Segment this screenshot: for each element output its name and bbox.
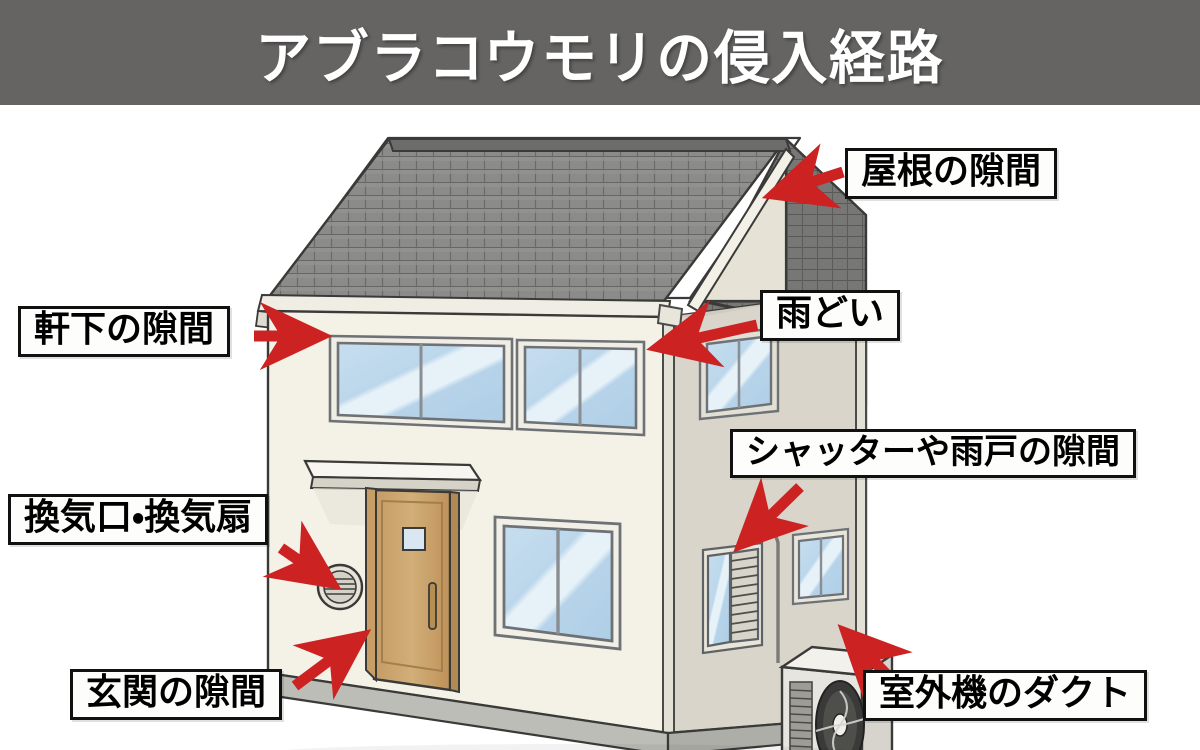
callout-gutter[interactable]: 雨どい bbox=[760, 290, 901, 341]
door-window bbox=[402, 527, 426, 551]
window-1f-side-small bbox=[791, 527, 850, 606]
entrance-door bbox=[365, 486, 460, 694]
callout-entrance-gap[interactable]: 玄関の隙間 bbox=[70, 669, 283, 720]
ground-shadow bbox=[287, 744, 853, 750]
callout-duct[interactable]: 室外機のダクト bbox=[863, 670, 1148, 721]
callout-eaves-gap-label: 軒下の隙間 bbox=[34, 309, 215, 350]
callout-eaves-gap[interactable]: 軒下の隙間 bbox=[18, 306, 231, 357]
ac-grill bbox=[789, 681, 813, 750]
door-handle bbox=[428, 582, 437, 630]
callout-roof-gap-label: 屋根の隙間 bbox=[861, 151, 1042, 192]
window-2f-side bbox=[698, 326, 780, 421]
window-1f-front bbox=[493, 515, 622, 651]
callout-gutter-label: 雨どい bbox=[776, 293, 885, 334]
callout-duct-label: 室外機のダクト bbox=[879, 673, 1132, 714]
window-2f-right bbox=[515, 338, 646, 437]
window-2f-left bbox=[328, 334, 514, 431]
door-frame-right bbox=[449, 490, 460, 694]
header-bar: アブラコウモリの侵入経路 bbox=[0, 0, 1200, 105]
house-illustration bbox=[0, 105, 1200, 750]
roof-ridge bbox=[387, 138, 792, 152]
callout-shutter-gap[interactable]: シャッターや雨戸の隙間 bbox=[730, 429, 1136, 478]
page-title: アブラコウモリの侵入経路 bbox=[255, 23, 945, 92]
callout-vent-label: 換気口・換気扇 bbox=[24, 497, 253, 538]
window-shutter bbox=[701, 541, 764, 655]
callout-vent[interactable]: 換気口・換気扇 bbox=[8, 494, 269, 545]
callout-shutter-gap-label: シャッターや雨戸の隙間 bbox=[746, 432, 1120, 472]
callout-roof-gap[interactable]: 屋根の隙間 bbox=[845, 148, 1058, 199]
callout-entrance-gap-label: 玄関の隙間 bbox=[86, 672, 267, 713]
ac-fan bbox=[815, 680, 865, 750]
gutter-corner-elbow bbox=[656, 303, 684, 329]
door-frame-left bbox=[365, 486, 377, 683]
wall-vent bbox=[316, 563, 364, 611]
